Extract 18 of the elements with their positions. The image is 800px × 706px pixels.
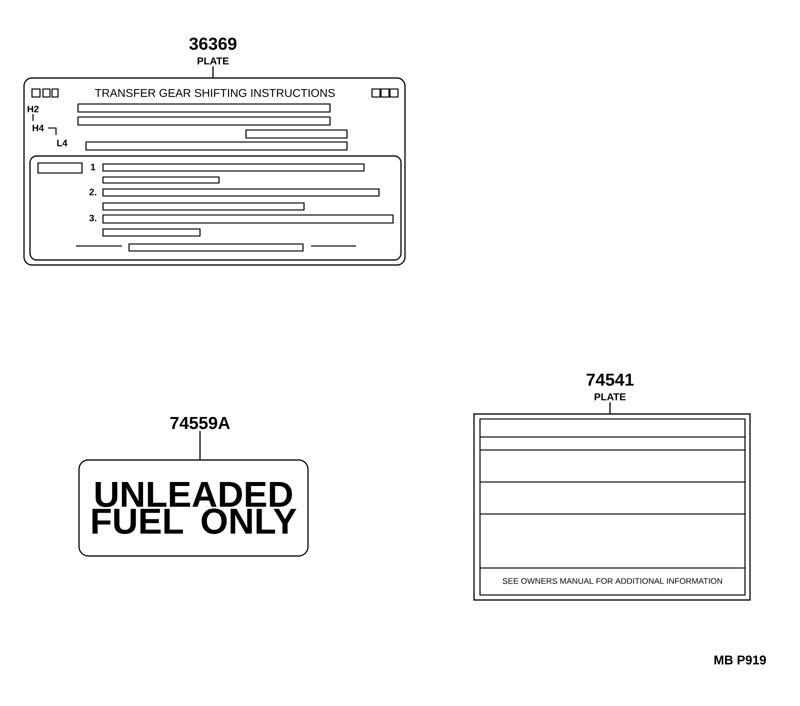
sticker: UNLEADED FUEL ONLY xyxy=(78,459,309,557)
gear-label: H4 xyxy=(32,124,44,132)
leader-line xyxy=(212,66,214,78)
step-number: 1 xyxy=(91,164,96,170)
gear-label: L4 xyxy=(57,140,68,146)
leader-line xyxy=(609,402,611,414)
plate-title: TRANSFER GEAR SHIFTING INSTRUCTIONS xyxy=(95,89,335,97)
step-number: 2. xyxy=(89,188,96,196)
part-name: PLATE xyxy=(198,58,229,64)
part-name: PLATE xyxy=(594,393,626,400)
diagram-code: MB P919 xyxy=(714,656,766,664)
leader-line xyxy=(199,431,201,460)
part-number: 74541 xyxy=(586,374,634,386)
part-number: 74559A xyxy=(170,416,230,430)
step-number: 3. xyxy=(89,214,96,222)
gear-label: H2 xyxy=(28,106,39,112)
plate-note: SEE OWNERS MANUAL FOR ADDITIONAL INFORMATION xyxy=(502,578,722,584)
part-number: 36369 xyxy=(189,38,236,50)
